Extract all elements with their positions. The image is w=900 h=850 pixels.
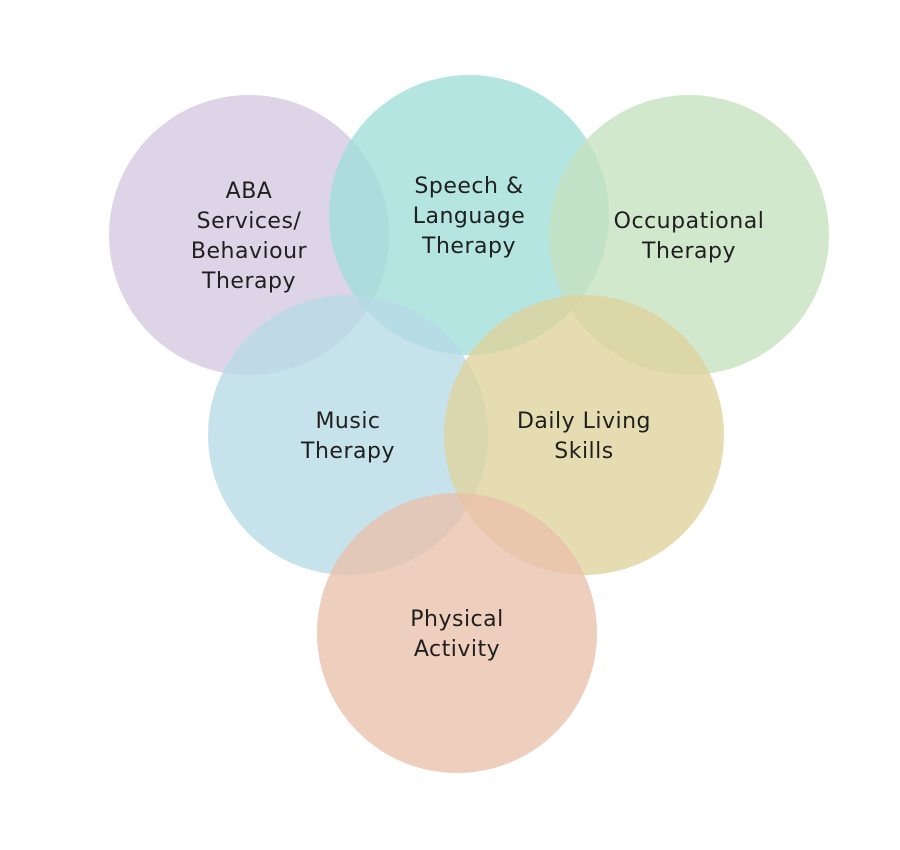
circle-label-line: Daily Living <box>517 409 651 434</box>
circle-label-line: Therapy <box>641 239 736 264</box>
circle-label-line: Therapy <box>300 439 395 464</box>
circles-layer <box>109 75 829 773</box>
circle-label-line: Skills <box>554 439 614 464</box>
circle-label-line: Services/ <box>197 209 302 234</box>
circle-daily-living <box>444 295 724 575</box>
circle-label-line: Physical <box>410 607 504 632</box>
circle-label-line: Behaviour <box>191 239 308 264</box>
circle-label-line: ABA <box>226 179 273 204</box>
circle-label-line: Speech & <box>414 174 523 199</box>
circle-label-line: Therapy <box>201 269 296 294</box>
circle-label-line: Music <box>315 409 380 434</box>
circle-label-line: Therapy <box>421 234 516 259</box>
circle-physical <box>317 493 597 773</box>
circle-label-line: Activity <box>414 637 500 662</box>
circle-label-line: Language <box>413 204 526 229</box>
circle-speech <box>329 75 609 355</box>
circle-label-line: Occupational <box>614 209 765 234</box>
